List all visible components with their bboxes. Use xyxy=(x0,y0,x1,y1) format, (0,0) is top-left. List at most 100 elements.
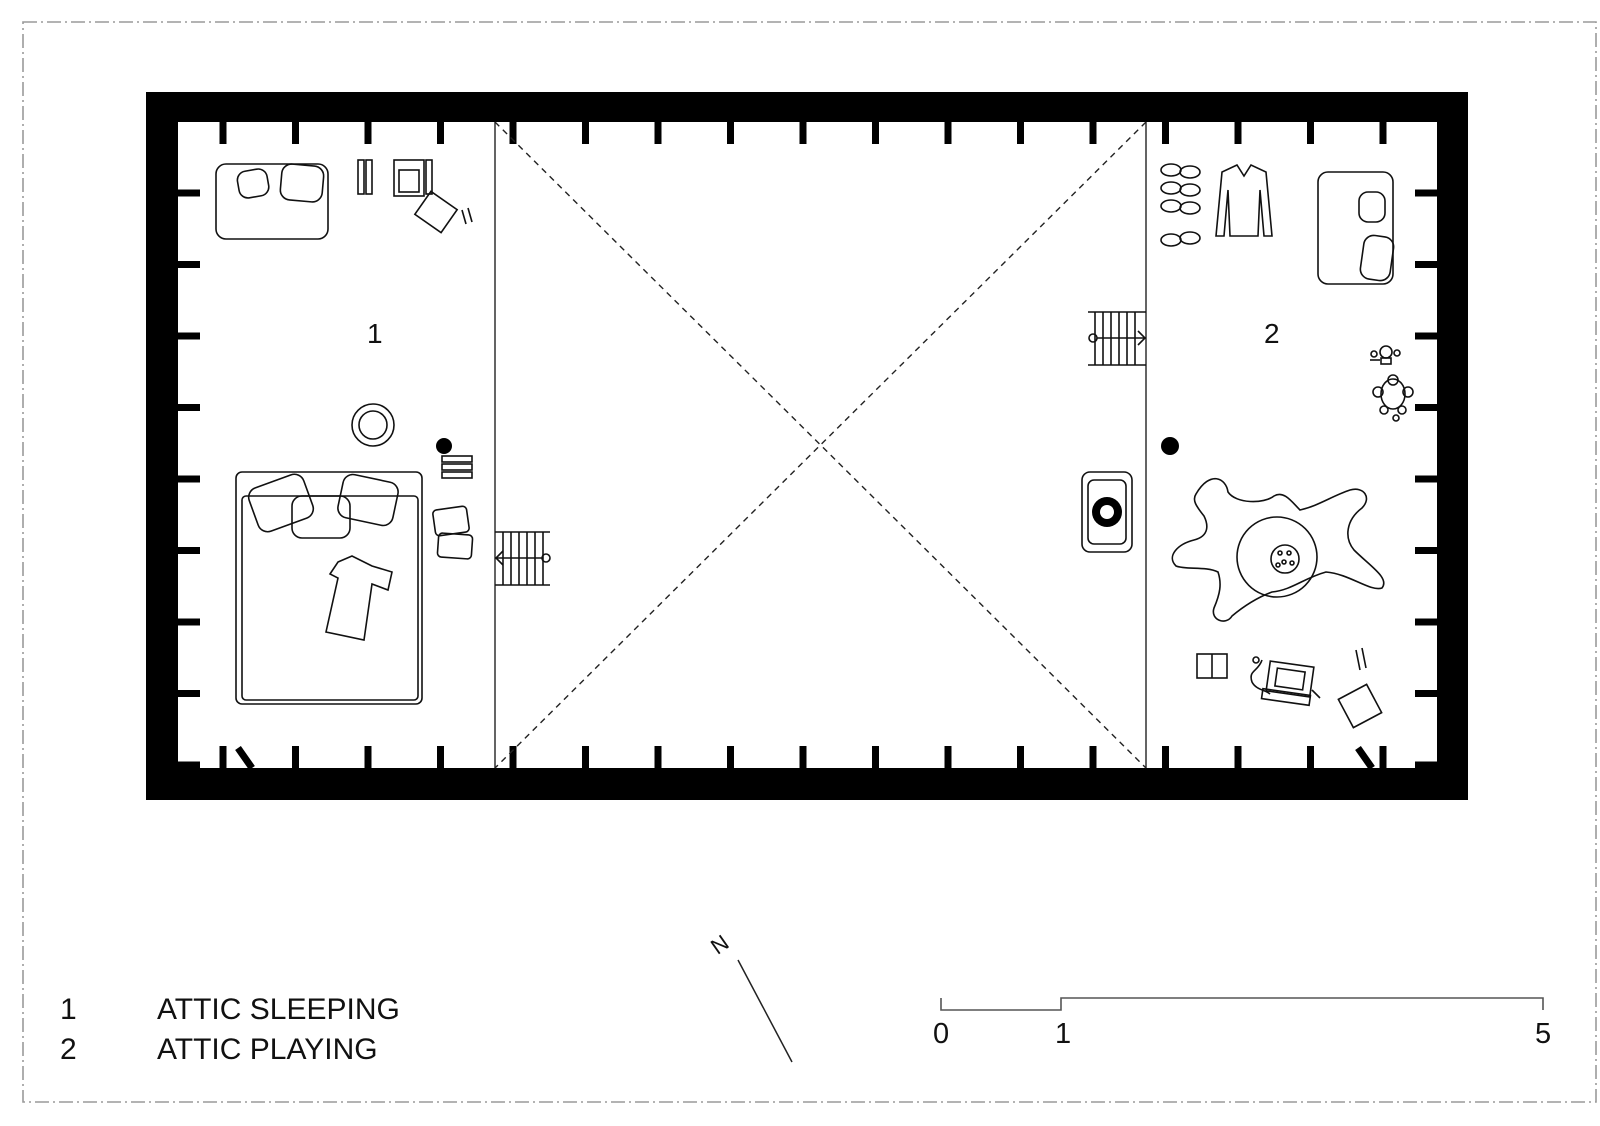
scale-bar xyxy=(940,997,1544,1011)
rafter-tick xyxy=(178,404,200,411)
legend: 1 ATTIC SLEEPING 2 ATTIC PLAYING xyxy=(60,990,400,1070)
legend-number: 2 xyxy=(60,1033,77,1066)
legend-room-name: ATTIC SLEEPING xyxy=(157,993,400,1026)
rafter-tick xyxy=(1415,475,1437,483)
book-pile-icon xyxy=(441,455,473,479)
rafter-tick xyxy=(178,332,200,340)
post-2 xyxy=(1161,437,1179,455)
rafter-tick xyxy=(178,761,200,769)
rafter-tick xyxy=(944,746,952,768)
rafter-tick xyxy=(364,122,372,144)
double-bed xyxy=(235,471,423,705)
legend-row: 1 ATTIC SLEEPING xyxy=(60,990,400,1030)
rafter-tick xyxy=(1415,404,1437,411)
rafter-tick xyxy=(437,746,444,768)
rafter-tick xyxy=(292,746,299,768)
rafter-tick xyxy=(1017,122,1024,144)
rafter-tick xyxy=(509,746,517,768)
rafter-tick xyxy=(944,122,952,144)
stair-down-icon xyxy=(494,531,551,586)
rafter-tick xyxy=(654,122,662,144)
legend-room-name: ATTIC PLAYING xyxy=(157,1033,378,1066)
rafter-tick xyxy=(1234,746,1242,768)
rafter-tick xyxy=(178,547,200,554)
rafter-tick xyxy=(1089,122,1097,144)
rafter-tick xyxy=(178,189,200,197)
rafter-tick xyxy=(1415,189,1437,197)
rafter-tick xyxy=(872,746,879,768)
rafter-ticks xyxy=(178,122,1459,769)
rafter-tick xyxy=(1415,332,1437,340)
scale-label-1: 1 xyxy=(1055,1018,1072,1050)
rafter-tick xyxy=(178,261,200,268)
pencils-icon xyxy=(1355,647,1367,671)
scale-label-5: 5 xyxy=(1535,1018,1552,1050)
room-1-furniture xyxy=(215,159,551,705)
open-book-icon xyxy=(432,505,474,560)
chair-seat-hole xyxy=(1100,505,1114,519)
rafter-tick xyxy=(1162,746,1169,768)
shoes-icon xyxy=(1160,163,1201,247)
rafter-tick xyxy=(1234,122,1242,144)
rafter-tick xyxy=(178,690,200,697)
rafter-tick xyxy=(1307,746,1314,768)
sheet-border xyxy=(22,21,1597,1103)
rafter-tick xyxy=(1089,746,1097,768)
rafter-tick xyxy=(1379,746,1387,768)
floor-mattress-2 xyxy=(1317,171,1395,285)
rafter-tick xyxy=(219,746,227,768)
rafter-tick xyxy=(509,122,517,144)
shirt-icon xyxy=(1215,163,1273,237)
scale-label-0: 0 xyxy=(933,1018,950,1050)
rafter-tick xyxy=(1415,690,1437,697)
rafter-tick xyxy=(1415,547,1437,554)
floor-mattress xyxy=(215,163,329,240)
rafter-tick xyxy=(727,746,734,768)
corner-braces xyxy=(235,745,1375,771)
chair-icon xyxy=(1081,471,1133,553)
rafter-tick xyxy=(219,122,227,144)
toy-robot-icon xyxy=(1370,345,1401,365)
rafter-tick xyxy=(1017,746,1024,768)
rafter-tick xyxy=(582,746,589,768)
rafter-tick xyxy=(292,122,299,144)
rafter-tick xyxy=(582,122,589,144)
rafter-tick xyxy=(1452,122,1459,144)
post-1 xyxy=(436,438,452,454)
rafter-tick xyxy=(1307,122,1314,144)
room-label-1: 1 xyxy=(367,318,383,349)
rafter-tick xyxy=(654,746,662,768)
rafter-tick xyxy=(727,122,734,144)
round-table-icon xyxy=(1236,516,1318,598)
laptop-icon xyxy=(1250,656,1321,707)
toy-teddy-icon xyxy=(1372,374,1414,422)
room-label-2: 2 xyxy=(1264,318,1280,349)
rafter-tick xyxy=(1452,746,1459,768)
cookie-plate-icon xyxy=(1270,544,1300,574)
rafter-tick xyxy=(1415,261,1437,268)
legend-number: 1 xyxy=(60,993,77,1026)
room-2-furniture xyxy=(1081,163,1414,729)
rafter-tick xyxy=(799,746,807,768)
void-outline xyxy=(494,122,1147,768)
rafter-tick xyxy=(178,618,200,626)
north-arrow-icon xyxy=(737,959,793,1063)
open-book-2-icon xyxy=(1196,653,1228,679)
rafter-tick xyxy=(1162,122,1169,144)
rafter-tick xyxy=(872,122,879,144)
notebook-icon xyxy=(1337,683,1383,729)
rug-icon xyxy=(1171,477,1385,622)
rafter-tick xyxy=(437,122,444,144)
rafter-tick xyxy=(364,746,372,768)
books-stack-icon xyxy=(357,159,473,234)
rafter-tick xyxy=(799,122,807,144)
rafter-tick xyxy=(1415,618,1437,626)
stair-up-icon xyxy=(1088,311,1147,366)
rafter-tick xyxy=(1415,761,1437,769)
rafter-tick xyxy=(1379,122,1387,144)
void-diagonals xyxy=(494,121,1147,769)
legend-row: 2 ATTIC PLAYING xyxy=(60,1030,400,1070)
rafter-tick xyxy=(178,475,200,483)
round-stool-icon xyxy=(351,403,395,447)
